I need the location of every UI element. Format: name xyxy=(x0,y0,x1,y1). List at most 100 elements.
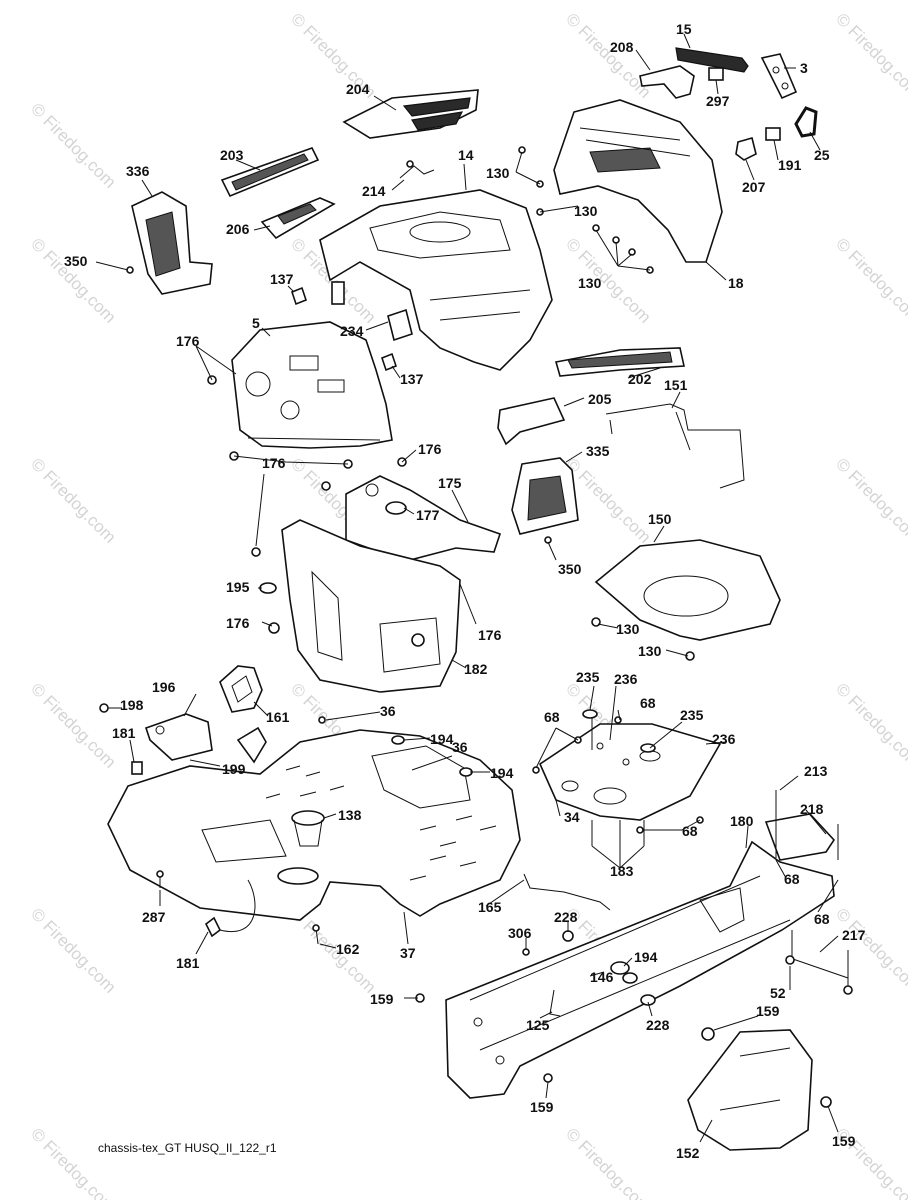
callout-label: 159 xyxy=(756,1003,780,1019)
callout-label: 68 xyxy=(682,823,698,839)
callout-label: 236 xyxy=(712,731,736,747)
headlight-208 xyxy=(639,65,695,99)
watermark-text: © Firedog.com xyxy=(832,454,908,546)
watermark-text: © Firedog.com xyxy=(27,99,119,191)
callout-label: 130 xyxy=(578,275,602,291)
callout-label: 130 xyxy=(638,643,662,659)
screw-198 xyxy=(99,703,109,713)
callout-label: 36 xyxy=(452,739,468,755)
callout-label: 202 xyxy=(628,371,652,387)
callout-label: 36 xyxy=(380,703,396,719)
callout-label: 335 xyxy=(586,443,610,459)
callout-label: 205 xyxy=(588,391,612,407)
watermark-text: © Firedog.com xyxy=(562,1124,654,1200)
callout-label: 206 xyxy=(226,221,250,237)
callout-label: 162 xyxy=(336,941,360,957)
diagram-footer-id: chassis-tex_GT HUSQ_II_122_r1 xyxy=(98,1141,277,1155)
watermark-text: © Firedog.com xyxy=(832,234,908,326)
callout-label: 159 xyxy=(530,1099,554,1115)
bulb-207 xyxy=(735,137,757,161)
bolts-68-183 xyxy=(532,716,704,846)
bracket-218 xyxy=(764,790,839,861)
fender-vents xyxy=(265,765,497,881)
watermark-text: © Firedog.com xyxy=(27,454,119,546)
callout-label: 137 xyxy=(270,271,294,287)
callout-label: 152 xyxy=(676,1145,700,1161)
callout-label: 25 xyxy=(814,147,830,163)
bushing-181b xyxy=(204,879,256,938)
screw-350a xyxy=(111,265,134,274)
callout-label: 159 xyxy=(832,1133,856,1149)
watermark-text: © Firedog.com xyxy=(832,904,908,996)
callout-label: 181 xyxy=(176,955,200,971)
screw-159-set xyxy=(415,993,832,1108)
watermark-text: © Firedog.com xyxy=(562,234,654,326)
callout-label: 52 xyxy=(770,985,786,1001)
callout-label: 181 xyxy=(112,725,136,741)
callout-label: 350 xyxy=(558,561,582,577)
callout-label: 37 xyxy=(400,945,416,961)
callout-label: 287 xyxy=(142,909,166,925)
callout-label: 194 xyxy=(430,731,454,747)
bushing-181a xyxy=(131,761,143,775)
callout-label: 183 xyxy=(610,863,634,879)
callout-label: 18 xyxy=(728,275,744,291)
block-297 xyxy=(708,67,724,81)
screw-287 xyxy=(156,870,164,888)
watermark-text: © Firedog.com xyxy=(562,9,654,101)
callout-label: 68 xyxy=(814,911,830,927)
callout-label: 194 xyxy=(490,765,514,781)
watermark-text: © Firedog.com xyxy=(27,234,119,326)
grille-202 xyxy=(554,347,685,377)
callout-label: 130 xyxy=(616,621,640,637)
callout-label: 194 xyxy=(634,949,658,965)
callout-label: 15 xyxy=(676,21,692,37)
rod-217 xyxy=(785,930,853,995)
grommet-195 xyxy=(259,582,277,594)
callout-label: 68 xyxy=(784,871,800,887)
screw-36 xyxy=(318,716,326,724)
vent-panel-335 xyxy=(511,457,579,535)
trim-206 xyxy=(260,197,336,240)
callout-label: 234 xyxy=(340,323,364,339)
dash-panel-5 xyxy=(231,321,393,449)
guard-152 xyxy=(687,1029,813,1151)
callout-label: 14 xyxy=(458,147,474,163)
cover-161 xyxy=(219,665,267,764)
callout-label: 235 xyxy=(576,669,600,685)
callout-label: 176 xyxy=(262,455,286,471)
hood-14 xyxy=(319,189,553,371)
callout-label: 177 xyxy=(416,507,440,523)
bracket-151 xyxy=(605,403,745,489)
callout-label: 130 xyxy=(486,165,510,181)
lens-234a xyxy=(331,281,345,305)
frame-180 xyxy=(445,840,835,1099)
callout-label: 68 xyxy=(544,709,560,725)
callout-label: 176 xyxy=(226,615,250,631)
seal-25 xyxy=(794,106,818,138)
watermark-text: © Firedog.com xyxy=(27,904,119,996)
callout-label: 336 xyxy=(126,163,150,179)
watermark-text: © Firedog.com xyxy=(27,1124,119,1200)
callout-label: 137 xyxy=(400,371,424,387)
grille-203 xyxy=(220,147,320,198)
screw-162 xyxy=(312,924,320,945)
lens-234b xyxy=(387,308,413,342)
callout-label: 165 xyxy=(478,899,502,915)
watermark-text: © Firedog.com xyxy=(832,679,908,771)
wire-214 xyxy=(399,160,435,179)
pan-150 xyxy=(594,539,781,641)
callout-label: 125 xyxy=(526,1017,550,1033)
callout-label: 161 xyxy=(266,709,290,725)
hood-panel-204 xyxy=(342,89,479,139)
clip-137b xyxy=(381,352,397,372)
callout-label: 151 xyxy=(664,377,688,393)
callout-label: 176 xyxy=(478,627,502,643)
callout-label: 182 xyxy=(464,661,488,677)
callout-label: 207 xyxy=(742,179,766,195)
callout-label: 34 xyxy=(564,809,580,825)
callout-label: 236 xyxy=(614,671,638,687)
callout-label: 175 xyxy=(438,475,462,491)
callout-label: 176 xyxy=(418,441,442,457)
